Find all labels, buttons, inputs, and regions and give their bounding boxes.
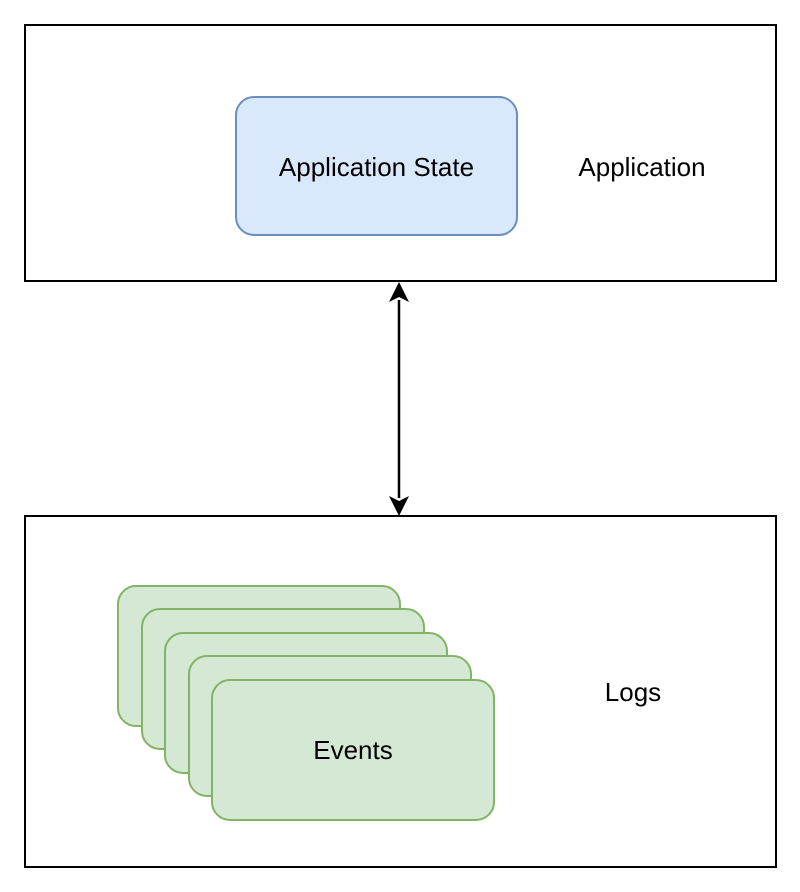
application-label: Application <box>578 152 705 182</box>
arrow-head-down <box>389 496 409 516</box>
event-stack: Events <box>117 585 495 821</box>
logs-container: Events Logs <box>24 515 777 868</box>
events-label: Events <box>313 735 393 765</box>
application-container: Application State Application <box>24 24 777 282</box>
bidirectional-arrow <box>389 282 409 516</box>
application-state-box <box>235 96 518 236</box>
application-state-label: Application State <box>279 152 474 182</box>
logs-label: Logs <box>605 677 661 707</box>
arrow-head-up <box>389 282 409 302</box>
event-card-front <box>211 679 495 821</box>
